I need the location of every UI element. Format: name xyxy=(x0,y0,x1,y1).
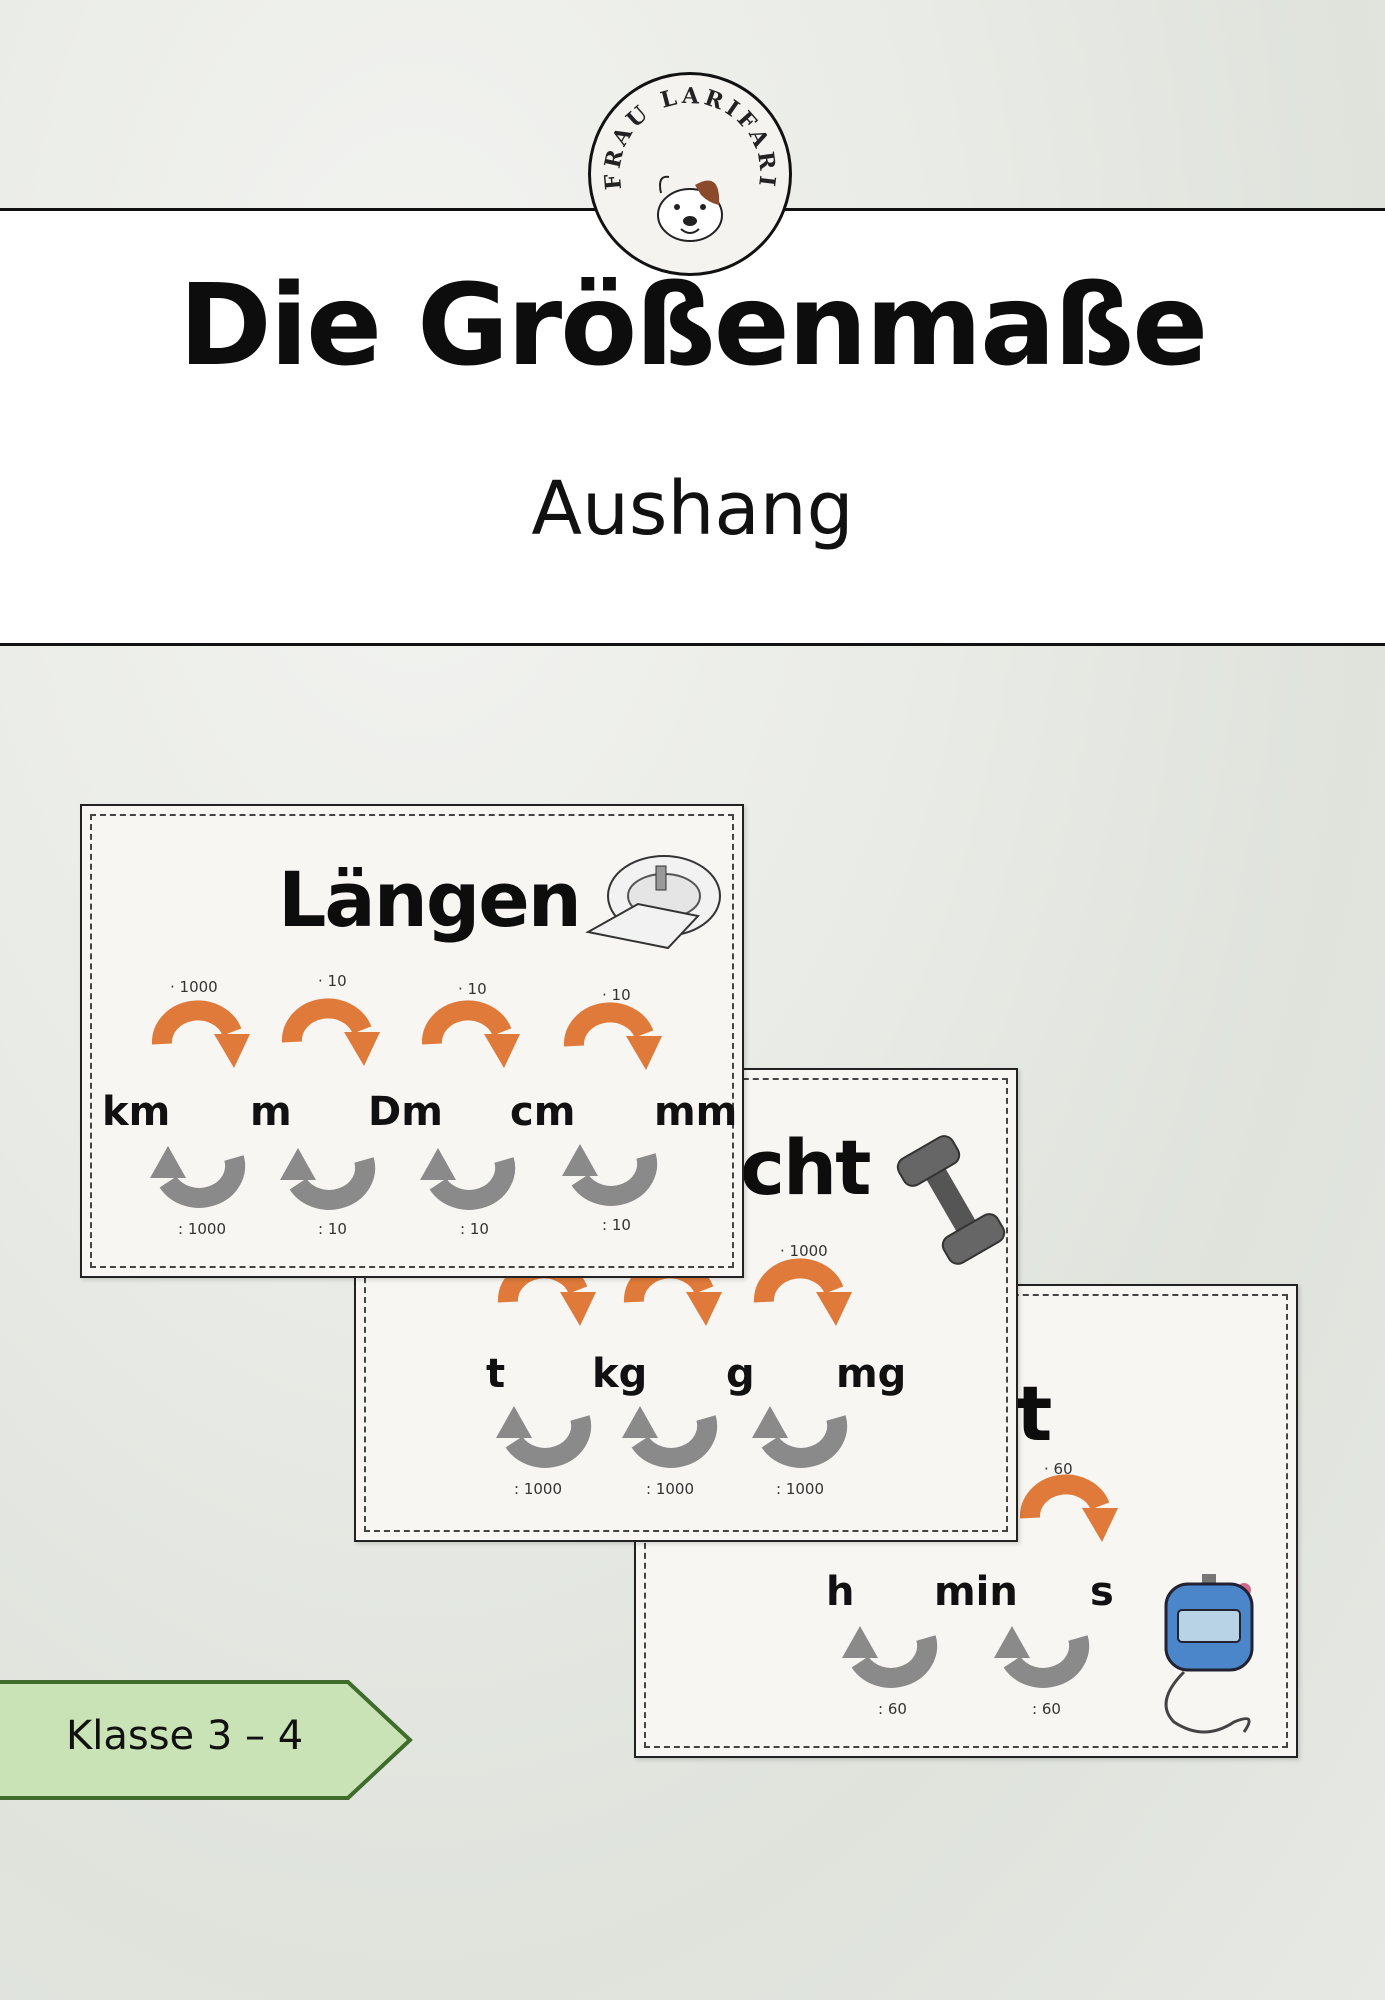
card-zeit-title: t xyxy=(1016,1369,1052,1458)
laengen-div-3: : 10 xyxy=(460,1220,489,1238)
arrow-up-icon xyxy=(421,1000,520,1068)
laengen-mul-2: · 10 xyxy=(318,972,347,990)
arrow-down-icon xyxy=(994,1626,1090,1688)
stopwatch-icon xyxy=(1164,1574,1254,1734)
zeit-div-1: : 60 xyxy=(878,1700,907,1718)
arrow-down-icon xyxy=(752,1406,848,1468)
arrow-up-icon xyxy=(563,1002,662,1070)
laengen-mul-4: · 10 xyxy=(602,986,631,1004)
zeit-unit-min: min xyxy=(934,1569,1018,1615)
laengen-div-2: : 10 xyxy=(318,1220,347,1238)
laengen-unit-mm: mm xyxy=(654,1089,738,1135)
gewicht-div-3: : 1000 xyxy=(776,1480,824,1498)
gewicht-mul-1: · 1000 xyxy=(780,1242,828,1260)
gewicht-div-2: : 1000 xyxy=(646,1480,694,1498)
laengen-unit-dm: Dm xyxy=(368,1089,443,1135)
laengen-mul-3: · 10 xyxy=(458,980,487,998)
laengen-unit-cm: cm xyxy=(510,1089,576,1135)
gewicht-unit-g: g xyxy=(726,1351,755,1397)
arrow-down-icon xyxy=(496,1406,592,1468)
arrow-up-icon xyxy=(151,1000,250,1068)
laengen-unit-km: km xyxy=(102,1089,171,1135)
title-banner xyxy=(0,208,1385,646)
brand-logo: FRAU LARIFARI xyxy=(588,72,792,276)
gewicht-unit-kg: kg xyxy=(592,1351,648,1397)
arrow-down-icon xyxy=(622,1406,718,1468)
arrow-down-icon xyxy=(280,1148,376,1210)
page-subtitle: Aushang xyxy=(531,466,854,552)
measuring-tape-icon xyxy=(585,855,721,950)
arrow-down-icon xyxy=(150,1146,246,1208)
laengen-mul-1: · 1000 xyxy=(170,978,218,996)
card-laengen-title: Längen xyxy=(278,855,582,944)
gewicht-unit-mg: mg xyxy=(836,1351,907,1397)
arrow-down-icon xyxy=(562,1144,658,1206)
dog-logo-icon: FRAU LARIFARI xyxy=(599,83,780,242)
zeit-mul-1: · 60 xyxy=(1044,1460,1073,1478)
svg-text:FRAU LARIFARI: FRAU LARIFARI xyxy=(599,83,780,192)
card-laengen: Längen · 1000 · 10 · 10 · 10 km m Dm cm … xyxy=(80,804,744,1278)
logo-text: FRAU LARIFARI xyxy=(599,83,776,192)
zeit-unit-s: s xyxy=(1090,1569,1114,1615)
gewicht-unit-t: t xyxy=(486,1351,506,1397)
zeit-div-2: : 60 xyxy=(1032,1700,1061,1718)
arrow-down-icon xyxy=(420,1148,516,1210)
arrow-up-icon xyxy=(753,1258,852,1326)
laengen-div-1: : 1000 xyxy=(178,1220,226,1238)
laengen-unit-m: m xyxy=(250,1089,292,1135)
grade-label: Klasse 3 – 4 xyxy=(66,1713,304,1759)
grade-badge xyxy=(0,1680,413,1800)
zeit-unit-h: h xyxy=(826,1569,855,1615)
arrow-up-icon xyxy=(281,998,380,1066)
arrow-up-icon xyxy=(1019,1474,1118,1542)
arrow-down-icon xyxy=(842,1626,938,1688)
page-title: Die Größenmaße xyxy=(178,261,1208,391)
gewicht-div-1: : 1000 xyxy=(514,1480,562,1498)
dumbbell-icon xyxy=(896,1135,1006,1265)
laengen-div-4: : 10 xyxy=(602,1216,631,1234)
card-gewicht-title: cht xyxy=(740,1123,871,1212)
